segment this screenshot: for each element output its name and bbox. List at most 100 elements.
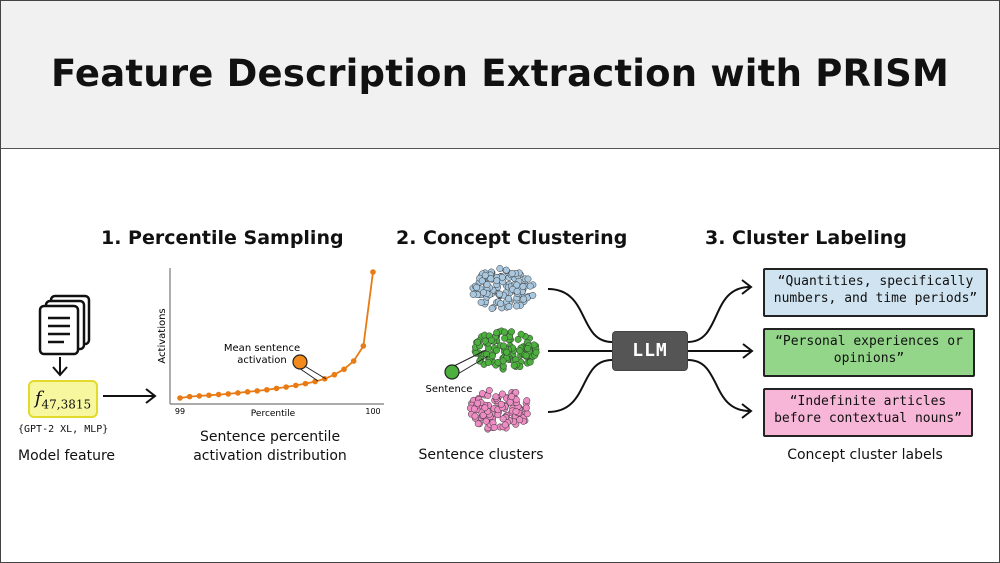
- mean-annotation-line2: activation: [237, 355, 287, 366]
- chart-line: [179, 271, 374, 399]
- cluster-dot: [512, 408, 520, 415]
- cluster-dot: [524, 275, 532, 283]
- cluster-dot: [512, 389, 520, 396]
- cluster-dot: [500, 342, 508, 350]
- cluster-dot: [474, 399, 482, 407]
- chart-series: [177, 269, 376, 401]
- chart-caption-line2: activation distribution: [193, 448, 347, 464]
- cluster-dot: [497, 400, 505, 408]
- chart-point: [360, 343, 367, 349]
- cluster-green: [471, 327, 540, 373]
- cluster-dot: [483, 281, 491, 289]
- cluster-dot: [488, 305, 496, 312]
- chart-point: [302, 380, 309, 387]
- chart-point: [235, 390, 241, 396]
- chart-point: [283, 384, 289, 390]
- cluster-dot: [516, 347, 524, 355]
- chart-x-axis-label: Percentile: [251, 409, 296, 419]
- cluster-dot: [490, 424, 498, 431]
- chart-point: [293, 382, 299, 389]
- cluster-dot: [517, 330, 525, 338]
- cluster-dot: [481, 404, 489, 412]
- cluster-dot: [498, 273, 506, 281]
- chart-point: [177, 395, 183, 401]
- label-box-quantities-line2: numbers, and time periods”: [773, 291, 978, 306]
- chart-caption: Sentence percentile activation distribut…: [190, 428, 350, 466]
- clusters-caption: Sentence clusters: [418, 447, 544, 463]
- cluster-dot: [529, 291, 537, 299]
- label-box-personal-line2: opinions”: [833, 351, 905, 366]
- feature-symbol: f: [34, 388, 42, 409]
- cluster-dot: [503, 348, 511, 356]
- chart-point: [254, 388, 260, 394]
- cluster-dot: [481, 337, 489, 345]
- label-box-articles-line1: “Indefinite articles: [789, 394, 947, 409]
- cluster-dot: [488, 352, 496, 360]
- cluster-dot: [508, 328, 515, 336]
- cluster-dot: [493, 277, 501, 285]
- cluster-dot: [508, 393, 516, 401]
- model-feature-box: f47,3815: [28, 380, 98, 418]
- cluster-dot: [484, 359, 492, 366]
- cluster-dot: [474, 420, 482, 428]
- cluster-dot: [513, 287, 521, 295]
- cluster-dot: [497, 300, 504, 308]
- chart-point: [215, 391, 222, 398]
- sentence-pointer-line-b: [455, 355, 489, 376]
- cluster-dot: [488, 336, 495, 344]
- cluster-dot: [526, 282, 534, 290]
- cluster-dot: [487, 275, 495, 283]
- label-box-personal-line1: “Personal experiences or: [775, 334, 963, 349]
- label-arrow-mid-head: [742, 343, 754, 359]
- chart-caption-line1: Sentence percentile: [199, 429, 341, 445]
- feature-subscript: 47,3815: [41, 397, 92, 412]
- cluster-dot: [522, 351, 530, 359]
- cluster-dot: [526, 358, 534, 366]
- cluster-dot: [522, 404, 530, 412]
- chart-x-tick-99: 99: [175, 407, 185, 416]
- cluster-dot: [478, 277, 486, 285]
- document-stack-icon: [38, 294, 91, 356]
- cluster-dot: [513, 302, 521, 310]
- mean-pointer-line-b: [298, 367, 319, 382]
- chart-point: [244, 389, 251, 395]
- chart-point: [370, 269, 376, 275]
- cluster-dot: [496, 290, 504, 298]
- label-box-quantities: “Quantities, specifically numbers, and t…: [763, 268, 988, 317]
- model-feature-tag: {GPT-2 XL, MLP}: [18, 424, 109, 435]
- label-box-personal: “Personal experiences or opinions”: [763, 328, 975, 377]
- cluster-dot: [473, 284, 481, 291]
- cluster-dot: [501, 328, 508, 336]
- cluster-dot: [469, 290, 477, 298]
- sentence-pointer-line-a: [453, 349, 487, 367]
- labels-caption: Concept cluster labels: [787, 447, 943, 463]
- label-box-articles-line2: before contextual nouns”: [774, 411, 962, 426]
- cluster-dot: [498, 390, 506, 398]
- sentence-point: [444, 364, 460, 380]
- label-arrow-top: [687, 286, 751, 343]
- mean-pointer-line-a: [302, 364, 327, 380]
- right-arrow-icon: [103, 388, 157, 404]
- cluster-arrow-top: [547, 288, 613, 343]
- model-feature-caption: Model feature: [18, 448, 116, 464]
- cluster-dot: [505, 303, 513, 311]
- cluster-dot: [502, 266, 510, 274]
- cluster-arrow-bottom: [547, 359, 613, 413]
- cluster-dot: [481, 271, 489, 279]
- figure-title: Feature Description Extraction with PRIS…: [50, 52, 950, 95]
- mean-activation-marker: [292, 354, 308, 370]
- chart-point: [196, 393, 203, 399]
- cluster-dot: [532, 348, 540, 356]
- cluster-dot: [520, 295, 528, 303]
- mean-annotation-line1: Mean sentence: [224, 343, 300, 354]
- cluster-dot: [474, 338, 482, 346]
- chart-point: [225, 391, 232, 397]
- chart-point: [350, 358, 357, 364]
- header-band: [1, 1, 999, 149]
- cluster-dot: [479, 411, 487, 419]
- step-1-heading: 1. Percentile Sampling: [101, 227, 344, 249]
- cluster-dot: [508, 270, 516, 277]
- cluster-blue: [469, 265, 537, 312]
- label-arrow-bottom: [687, 359, 751, 412]
